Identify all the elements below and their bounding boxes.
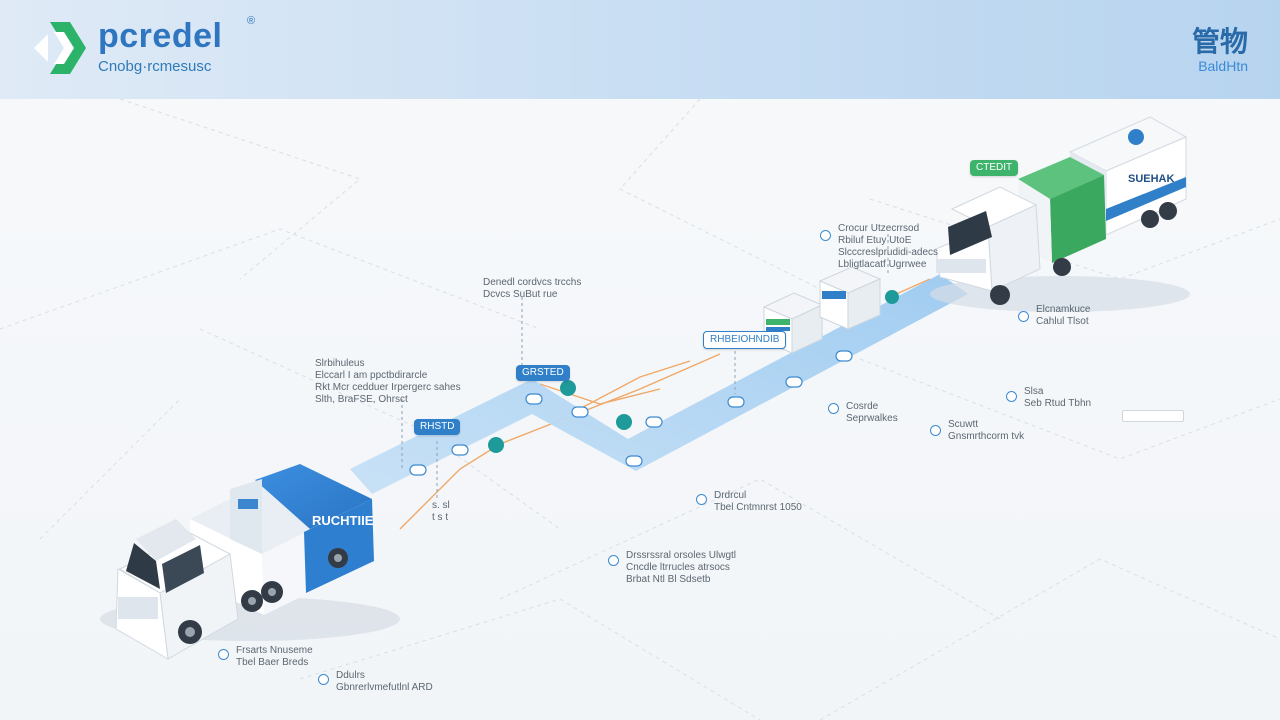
- route-node: [616, 414, 632, 430]
- brand-logo-icon: [34, 22, 86, 74]
- label-far-right: Slsa Seb Rtud Tbhn: [1024, 386, 1092, 409]
- route-node: [488, 437, 504, 453]
- origin-truck-cargo-label: RUCHTIIE: [312, 513, 374, 528]
- info-icon: [820, 230, 831, 241]
- label-bottom-center: Drssrssral orsoles Ulwgtl Cncdle ltrrucl…: [626, 550, 737, 585]
- route-node: [560, 380, 576, 396]
- destination-truck: [930, 116, 1190, 312]
- label-center-low: Drdrcul Tbel Cntmnrst 1050: [714, 490, 802, 513]
- brand-name: pcredel: [98, 17, 223, 55]
- header-right-subtitle: BaldHtn: [1198, 58, 1248, 74]
- route-badge-3: RHBEIOHNDIB: [703, 331, 787, 349]
- label-right-2: Cosrde Seprwalkes: [846, 401, 898, 424]
- guide-lines: [0, 99, 1280, 720]
- checkpoint-pills: [409, 350, 853, 476]
- info-icon: [608, 555, 619, 566]
- mini-status-bar: [1122, 410, 1184, 422]
- route-badge-2: RHSTD: [414, 419, 461, 435]
- label-top-center: Denedl cordvcs trcchs Dcvcs SuBut rue: [483, 277, 582, 300]
- label-right-crate: Crocur Utzecrrsod Rbiluf Etuy UtoE Slccc…: [838, 223, 939, 270]
- header-right-title: 管物: [1191, 25, 1248, 58]
- label-bottom-left-1: Frsarts Nnuseme Tbel Baer Breds: [236, 645, 313, 668]
- info-icon: [1006, 391, 1017, 402]
- diagram-canvas: RUCHTIIE SUEHAK CTEDIT GRSTED RHSTD RHBE…: [0, 99, 1280, 720]
- label-bottom-left-2: Ddulrs Gbnrerlvmefutlnl ARD: [336, 670, 433, 693]
- callout-leaders: [401, 234, 889, 499]
- label-left-mid: Slrbihuleus Elccarl I am ppctbdirarcle R…: [315, 358, 461, 405]
- info-icon: [218, 649, 229, 660]
- info-icon: [696, 494, 707, 505]
- info-icon: [828, 403, 839, 414]
- brand-registered-mark: ®: [247, 15, 256, 27]
- destination-truck-cargo-label: SUEHAK: [1128, 173, 1175, 185]
- info-icon: [930, 425, 941, 436]
- route-nodes: [488, 290, 899, 453]
- brand-tagline: Cnobg·rcmesusc: [98, 58, 212, 75]
- origin-truck: [100, 464, 400, 660]
- label-small: s. sl t s t: [432, 500, 450, 523]
- route-badge-1: GRSTED: [516, 365, 570, 381]
- header-bar: pcredel ® Cnobg·rcmesusc 管物 BaldHtn: [0, 0, 1280, 99]
- destination-badge: CTEDIT: [970, 160, 1019, 176]
- label-right-1: Elcnamkuce Cahlul Tlsot: [1036, 304, 1091, 327]
- label-right-3: Scuwtt Gnsmrthcorm tvk: [948, 419, 1025, 442]
- info-icon: [1018, 311, 1029, 322]
- info-icon: [318, 674, 329, 685]
- route-node: [885, 290, 899, 304]
